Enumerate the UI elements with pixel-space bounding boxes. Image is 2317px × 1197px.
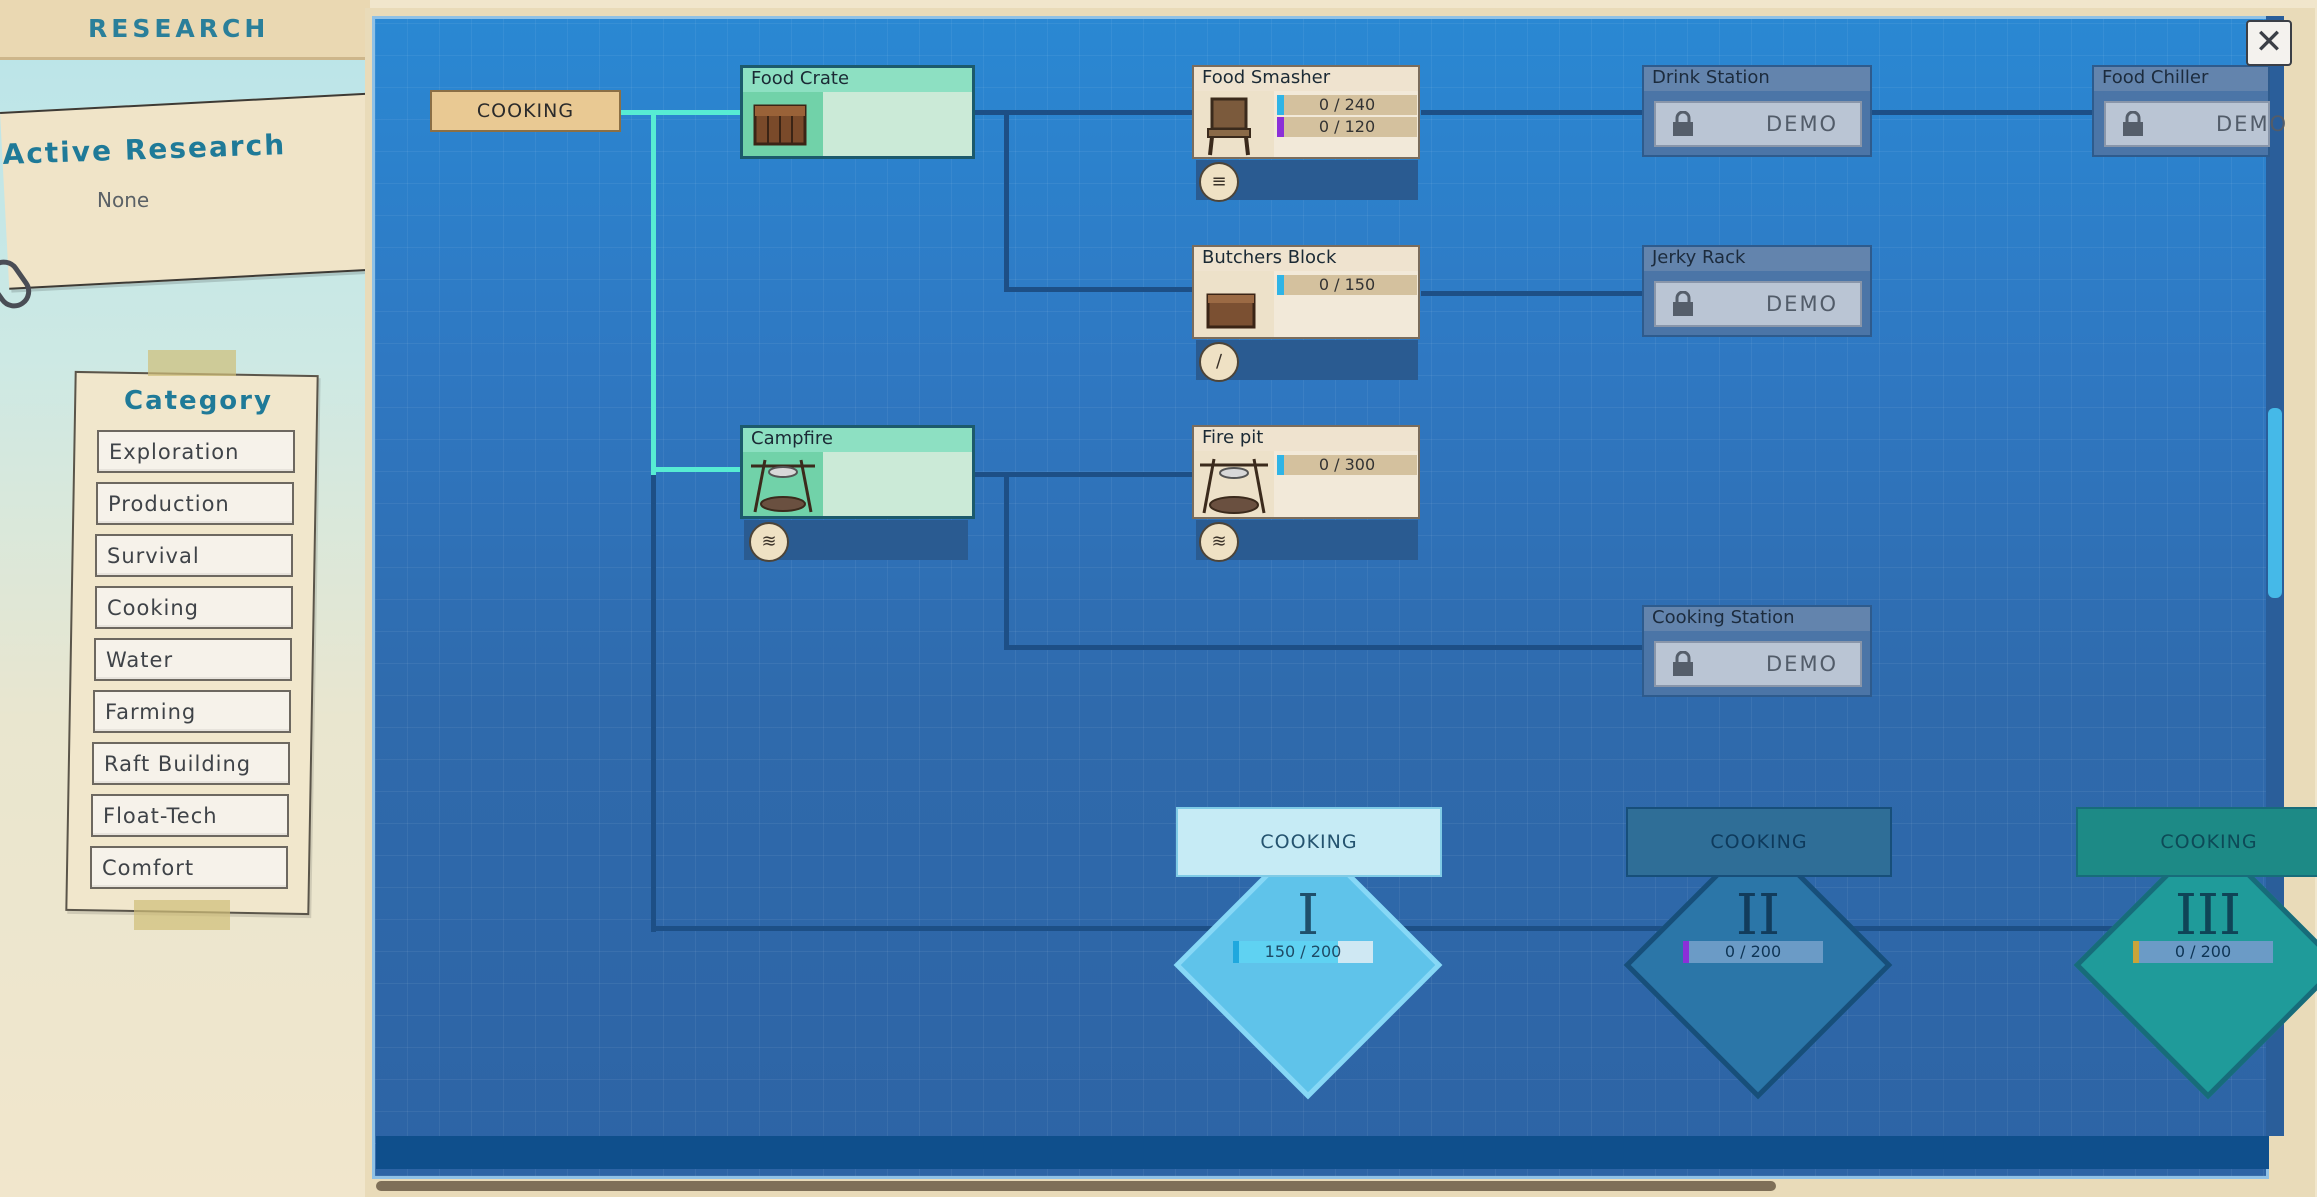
fish-icon[interactable]: ≋ [749,522,789,562]
category-item-exploration[interactable]: Exploration [97,430,295,473]
progress-bar: 0 / 120 [1277,117,1417,137]
demo-label: DEMO [2216,112,2289,136]
tier-badge-1[interactable]: COOKING I 150 / 200 [1168,795,1448,1100]
category-item-survival[interactable]: Survival [95,534,293,577]
tier-roman: I [1296,883,1320,948]
tier-progress-text: 0 / 200 [1724,942,1782,961]
tier-banner: COOKING [1626,807,1892,877]
progress-text: 0 / 300 [1318,455,1376,474]
demo-label: DEMO [1766,652,1839,676]
category-item-farming[interactable]: Farming [93,690,291,733]
node-title: Cooking Station [1644,607,1870,631]
category-item-production[interactable]: Production [96,482,294,525]
node-butchers-block[interactable]: Butchers Block 0 / 150 [1192,245,1420,339]
connector-line [651,472,656,932]
fish-icon[interactable]: ≋ [1199,522,1239,562]
tier-badge-2[interactable]: COOKING II 0 / 200 [1618,795,1898,1100]
demo-label: DEMO [1766,112,1839,136]
progress-bar: 0 / 150 [1277,275,1417,295]
node-fire-pit[interactable]: Fire pit 0 / 300 [1192,425,1420,519]
category-item-float-tech[interactable]: Float-Tech [91,794,289,837]
root-cooking-tag: COOKING [430,90,621,132]
node-food-chiller[interactable]: Food Chiller DEMO [2092,65,2286,157]
demo-label: DEMO [1766,292,1839,316]
feather-icon[interactable]: ∕ [1199,342,1239,382]
food-smasher-icon [1194,91,1274,157]
category-item-raft-building[interactable]: Raft Building [92,742,290,785]
connector-line [1004,472,1009,650]
node-title: Butchers Block [1194,247,1418,271]
node-campfire[interactable]: Campfire [740,425,975,519]
tier-roman: II [1735,883,1781,948]
tier-progress-text: 150 / 200 [1264,942,1342,961]
lock-icon [2123,111,2143,136]
active-connector-line [651,467,741,472]
connector-line [1004,110,1009,292]
node-title: Food Chiller [2094,67,2268,91]
close-button[interactable]: ✕ [2246,20,2292,66]
connector-line [1421,110,1643,115]
food-crate-icon [743,92,823,156]
progress-text: 0 / 240 [1318,95,1376,114]
tier-banner: COOKING [2076,807,2317,877]
butchers-block-icon [1194,271,1274,337]
lock-icon [1673,111,1693,136]
tier-roman: III [2174,883,2242,948]
demo-locked-button[interactable]: DEMO [1654,641,1862,687]
node-food-crate[interactable]: Food Crate [740,65,975,159]
progress-text: 0 / 150 [1318,275,1376,294]
demo-locked-button[interactable]: DEMO [1654,281,1862,327]
progress-bar: 0 / 300 [1277,455,1417,475]
node-jerky-rack[interactable]: Jerky Rack DEMO [1642,245,1872,337]
tier-badge-3[interactable]: COOKING III 0 / 200 [2068,795,2317,1100]
node-title: Food Crate [743,68,972,92]
tier-banner: COOKING [1176,807,1442,877]
close-icon: ✕ [2254,22,2284,62]
active-connector-line [621,110,741,115]
connector-line [972,110,1194,115]
campfire-icon [743,452,823,516]
progress-bar: 0 / 240 [1277,95,1417,115]
category-item-comfort[interactable]: Comfort [90,846,288,889]
node-title: Jerky Rack [1644,247,1870,271]
node-title: Drink Station [1644,67,1870,91]
connector-line [1872,110,2094,115]
connector-line [651,926,2271,931]
vertical-scrollbar[interactable] [2268,408,2282,598]
tier-progress-bar: 150 / 200 [1233,941,1373,963]
node-food-smasher[interactable]: Food Smasher 0 / 240 0 / 120 [1192,65,1420,159]
tier-progress-bar: 0 / 200 [1683,941,1823,963]
research-header [0,0,370,60]
tape-decoration [148,350,236,376]
tier-progress-bar: 0 / 200 [2133,941,2273,963]
tape-decoration [134,900,230,930]
node-cooking-station[interactable]: Cooking Station DEMO [1642,605,1872,697]
connector-line [1004,645,1644,650]
active-connector-line [651,110,656,475]
tier-progress-text: 0 / 200 [2174,942,2232,961]
connector-line [1004,287,1194,292]
active-research-card [0,92,379,290]
barrel-icon[interactable]: ≡ [1199,162,1239,202]
horizontal-scrollbar[interactable] [376,1181,1776,1191]
bottom-bar [376,1136,2269,1169]
category-item-cooking[interactable]: Cooking [95,586,293,629]
node-drink-station[interactable]: Drink Station DEMO [1642,65,1872,157]
fire-pit-icon [1194,451,1274,517]
lock-icon [1673,291,1693,316]
connector-line [1421,291,1643,296]
node-title: Fire pit [1194,427,1418,451]
category-item-water[interactable]: Water [94,638,292,681]
lock-icon [1673,651,1693,676]
node-title: Food Smasher [1194,67,1418,91]
active-research-value: None [97,188,150,212]
research-title: RESEARCH [88,14,270,43]
progress-text: 0 / 120 [1318,117,1376,136]
demo-locked-button[interactable]: DEMO [2104,101,2286,147]
connector-line [972,472,1194,477]
node-title: Campfire [743,428,972,452]
category-title: Category [124,386,273,416]
demo-locked-button[interactable]: DEMO [1654,101,1862,147]
